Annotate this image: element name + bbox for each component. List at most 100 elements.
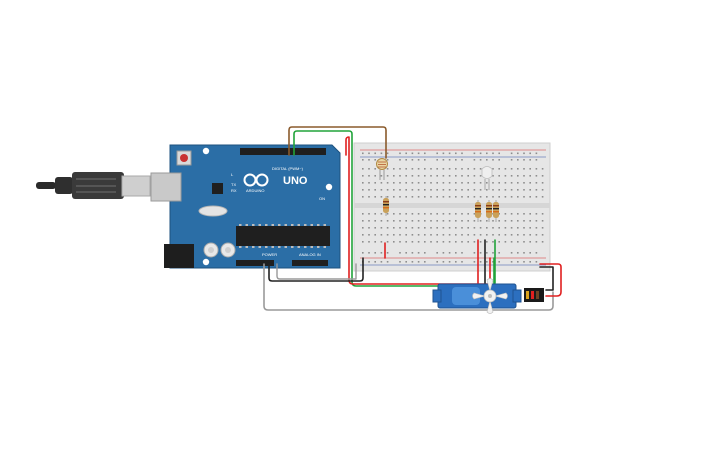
- breadboard-hole[interactable]: [498, 220, 500, 222]
- breadboard-hole[interactable]: [417, 227, 420, 229]
- breadboard-hole[interactable]: [362, 227, 364, 229]
- breadboard-hole[interactable]: [517, 196, 519, 198]
- breadboard-hole[interactable]: [523, 196, 525, 198]
- breadboard-hole[interactable]: [541, 220, 544, 222]
- breadboard-hole[interactable]: [479, 152, 482, 155]
- breadboard-hole[interactable]: [442, 189, 445, 191]
- breadboard-hole[interactable]: [498, 252, 500, 254]
- breadboard-hole[interactable]: [523, 189, 525, 191]
- power-header[interactable]: [236, 260, 274, 266]
- breadboard-hole[interactable]: [492, 252, 494, 254]
- breadboard-hole[interactable]: [386, 182, 389, 184]
- breadboard-hole[interactable]: [523, 261, 525, 263]
- breadboard-hole[interactable]: [380, 261, 383, 263]
- photoresistor-icon[interactable]: [376, 158, 388, 181]
- breadboard-hole[interactable]: [479, 182, 482, 184]
- breadboard-hole[interactable]: [517, 234, 519, 236]
- breadboard-hole[interactable]: [448, 189, 451, 191]
- breadboard-hole[interactable]: [393, 227, 395, 229]
- breadboard-hole[interactable]: [479, 189, 482, 191]
- breadboard-hole[interactable]: [517, 159, 519, 161]
- breadboard-hole[interactable]: [393, 213, 395, 215]
- breadboard-hole[interactable]: [393, 168, 395, 170]
- breadboard-hole[interactable]: [486, 182, 488, 184]
- breadboard-hole[interactable]: [399, 261, 401, 263]
- breadboard-hole[interactable]: [535, 227, 538, 229]
- breadboard-hole[interactable]: [504, 227, 507, 229]
- breadboard-hole[interactable]: [405, 159, 407, 161]
- breadboard-hole[interactable]: [523, 241, 525, 243]
- breadboard-hole[interactable]: [436, 175, 438, 177]
- breadboard-hole[interactable]: [541, 227, 544, 229]
- breadboard-hole[interactable]: [517, 261, 519, 263]
- breadboard-hole[interactable]: [448, 196, 451, 198]
- breadboard-hole[interactable]: [442, 261, 445, 263]
- breadboard-hole[interactable]: [461, 220, 463, 222]
- breadboard-hole[interactable]: [461, 168, 463, 170]
- breadboard-hole[interactable]: [436, 261, 438, 263]
- breadboard-hole[interactable]: [368, 227, 370, 229]
- breadboard-hole[interactable]: [535, 252, 538, 254]
- breadboard-hole[interactable]: [498, 213, 500, 215]
- breadboard-hole[interactable]: [442, 196, 445, 198]
- breadboard-hole[interactable]: [486, 241, 488, 243]
- breadboard-hole[interactable]: [455, 241, 457, 243]
- breadboard-hole[interactable]: [424, 175, 426, 177]
- analog-header[interactable]: [292, 260, 328, 266]
- breadboard-hole[interactable]: [473, 213, 476, 215]
- breadboard-hole[interactable]: [374, 261, 376, 263]
- breadboard-hole[interactable]: [510, 196, 513, 198]
- breadboard-hole[interactable]: [535, 175, 538, 177]
- breadboard-hole[interactable]: [430, 189, 432, 191]
- breadboard-hole[interactable]: [492, 241, 494, 243]
- breadboard-hole[interactable]: [529, 213, 531, 215]
- breadboard-hole[interactable]: [386, 152, 389, 155]
- breadboard-hole[interactable]: [424, 241, 426, 243]
- breadboard-hole[interactable]: [380, 182, 383, 184]
- breadboard-hole[interactable]: [529, 175, 531, 177]
- breadboard-hole[interactable]: [399, 213, 401, 215]
- breadboard-hole[interactable]: [467, 220, 469, 222]
- breadboard-hole[interactable]: [461, 213, 463, 215]
- breadboard-hole[interactable]: [374, 189, 376, 191]
- breadboard-hole[interactable]: [535, 220, 538, 222]
- breadboard-hole[interactable]: [535, 241, 538, 243]
- breadboard-hole[interactable]: [417, 252, 420, 254]
- breadboard-hole[interactable]: [411, 168, 414, 170]
- breadboard-hole[interactable]: [523, 175, 525, 177]
- breadboard-hole[interactable]: [504, 182, 507, 184]
- breadboard-hole[interactable]: [405, 213, 407, 215]
- breadboard-hole[interactable]: [461, 175, 463, 177]
- breadboard-hole[interactable]: [430, 213, 432, 215]
- breadboard-hole[interactable]: [461, 182, 463, 184]
- breadboard-hole[interactable]: [424, 234, 426, 236]
- breadboard-hole[interactable]: [492, 261, 494, 263]
- breadboard-hole[interactable]: [442, 152, 445, 155]
- breadboard-hole[interactable]: [504, 168, 507, 170]
- breadboard-hole[interactable]: [479, 159, 482, 161]
- breadboard-hole[interactable]: [386, 175, 389, 177]
- breadboard-hole[interactable]: [374, 175, 376, 177]
- breadboard-hole[interactable]: [442, 182, 445, 184]
- breadboard-hole[interactable]: [374, 252, 376, 254]
- breadboard-hole[interactable]: [479, 261, 482, 263]
- breadboard-hole[interactable]: [504, 189, 507, 191]
- breadboard-hole[interactable]: [461, 227, 463, 229]
- breadboard-hole[interactable]: [430, 220, 432, 222]
- breadboard-hole[interactable]: [430, 196, 432, 198]
- breadboard-hole[interactable]: [498, 241, 500, 243]
- breadboard-hole[interactable]: [529, 261, 531, 263]
- arduino-uno-board[interactable]: UNO ARDUINO DIGITAL (PWM~) POWER ANALOG …: [150, 144, 341, 269]
- breadboard-hole[interactable]: [374, 168, 376, 170]
- breadboard-hole[interactable]: [417, 175, 420, 177]
- breadboard-hole[interactable]: [473, 220, 476, 222]
- breadboard-hole[interactable]: [442, 241, 445, 243]
- breadboard-hole[interactable]: [541, 175, 544, 177]
- breadboard-hole[interactable]: [424, 159, 426, 161]
- breadboard-hole[interactable]: [529, 152, 531, 155]
- breadboard-hole[interactable]: [467, 227, 469, 229]
- breadboard-hole[interactable]: [386, 159, 389, 161]
- breadboard-hole[interactable]: [523, 182, 525, 184]
- breadboard-hole[interactable]: [411, 220, 414, 222]
- breadboard-hole[interactable]: [517, 175, 519, 177]
